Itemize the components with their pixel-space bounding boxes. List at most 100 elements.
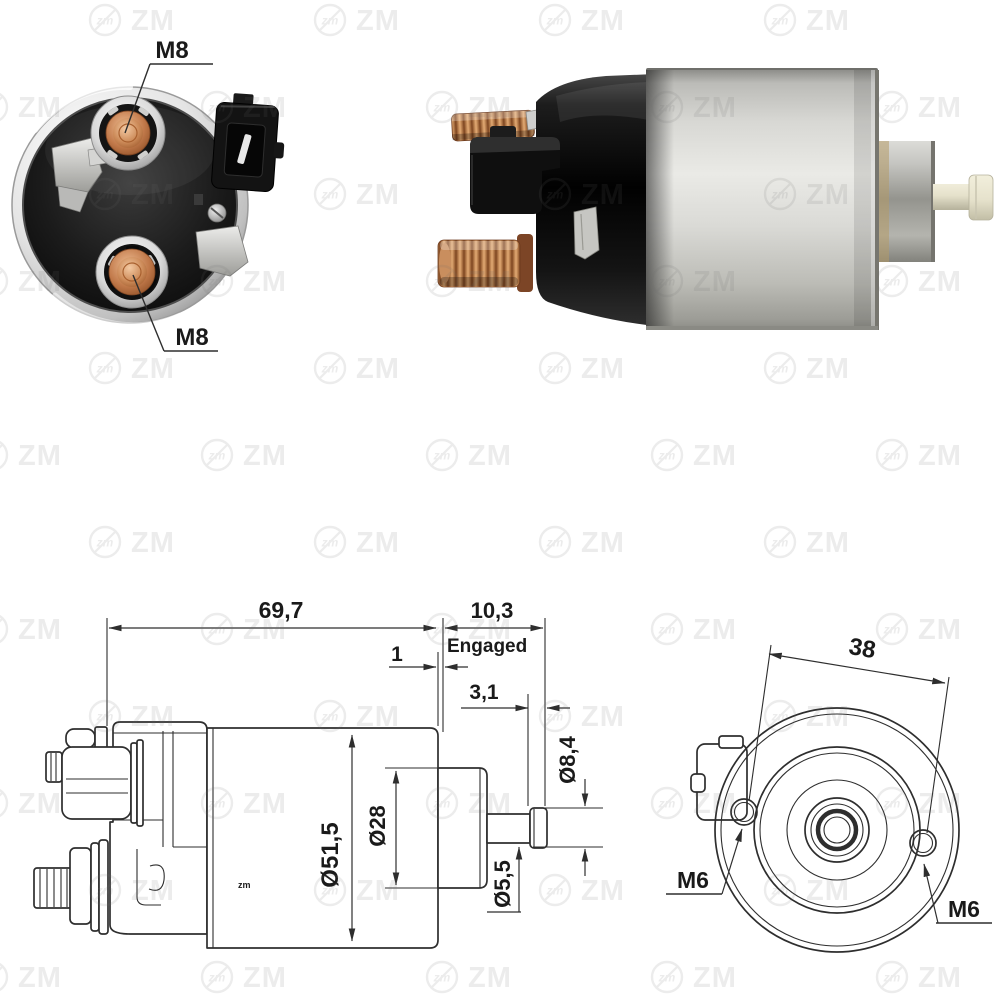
svg-text:ZM: ZM	[131, 527, 175, 559]
svg-text:zm: zm	[208, 623, 226, 637]
cap-bracket-detail	[136, 849, 165, 906]
svg-text:Ø8,4: Ø8,4	[555, 735, 580, 783]
photo-side-view	[437, 68, 994, 330]
watermark: zm ZM	[650, 786, 737, 820]
svg-text:ZM: ZM	[356, 875, 400, 907]
svg-text:zm: zm	[208, 797, 226, 811]
svg-text:zm: zm	[658, 797, 676, 811]
rim-highlight-2	[52, 292, 183, 328]
svg-text:ZM: ZM	[693, 266, 737, 298]
svg-text:zm: zm	[546, 710, 564, 724]
svg-text:ZM: ZM	[581, 5, 625, 37]
stud-bottom	[437, 234, 533, 292]
svg-text:ZM: ZM	[356, 353, 400, 385]
svg-text:ZM: ZM	[918, 962, 962, 994]
svg-text:zm: zm	[0, 971, 1, 985]
dim-rod-diameter: Ø5,5	[487, 846, 523, 913]
photo-end-view: M8 M8	[11, 37, 285, 352]
svg-text:ZM: ZM	[18, 440, 62, 472]
svg-text:ZM: ZM	[693, 788, 737, 820]
svg-text:zm: zm	[208, 101, 226, 115]
svg-text:zm: zm	[208, 449, 226, 463]
svg-text:zm: zm	[883, 971, 901, 985]
svg-text:ZM: ZM	[356, 5, 400, 37]
svg-text:zm: zm	[0, 449, 1, 463]
m8-label-bottom: M8	[175, 324, 208, 351]
rim-highlight	[32, 83, 133, 133]
svg-text:zm: zm	[771, 884, 789, 898]
svg-text:ZM: ZM	[806, 527, 850, 559]
dim-overall-length: 69,7	[108, 597, 437, 632]
svg-text:zm: zm	[96, 188, 114, 202]
svg-text:ZM: ZM	[581, 875, 625, 907]
mount-hole-right	[909, 829, 937, 857]
diagram-front-view: 38 M6 M6	[666, 633, 992, 953]
mount-hole-left	[730, 798, 758, 826]
watermark: zm ZM	[538, 699, 625, 733]
svg-text:ZM: ZM	[806, 179, 850, 211]
svg-text:ZM: ZM	[243, 440, 287, 472]
svg-text:ZM: ZM	[806, 5, 850, 37]
svg-text:zm: zm	[883, 449, 901, 463]
svg-text:zm: zm	[658, 971, 676, 985]
svg-text:ZM: ZM	[581, 353, 625, 385]
svg-text:ZM: ZM	[131, 353, 175, 385]
svg-text:zm: zm	[433, 449, 451, 463]
svg-text:zm: zm	[883, 623, 901, 637]
svg-text:zm: zm	[546, 14, 564, 28]
terminal-top	[90, 95, 166, 171]
dim-boss-diameter: Ø28	[365, 767, 438, 889]
dim-tip-diameter: Ø8,4	[533, 735, 603, 876]
svg-text:zm: zm	[433, 275, 451, 289]
face-detail	[194, 194, 203, 205]
diagram-side-view: zm 69,7 10,3 Engaged 1 3,1	[33, 597, 603, 949]
svg-text:ZM: ZM	[918, 788, 962, 820]
svg-text:ZM: ZM	[806, 875, 850, 907]
svg-text:zm: zm	[658, 449, 676, 463]
watermark: zm ZM	[0, 440, 62, 472]
svg-text:ZM: ZM	[131, 5, 175, 37]
metal-bracket-left-2	[57, 185, 89, 213]
spade-terminal	[573, 206, 600, 260]
svg-text:ZM: ZM	[806, 701, 850, 733]
svg-text:Ø51,5: Ø51,5	[317, 822, 344, 887]
svg-text:zm: zm	[433, 101, 451, 115]
connector-housing	[470, 126, 560, 214]
callout-hole-right: M6	[923, 863, 992, 924]
svg-text:ZM: ZM	[693, 92, 737, 124]
svg-text:M6: M6	[948, 896, 980, 922]
svg-text:zm: zm	[771, 188, 789, 202]
svg-text:M6: M6	[677, 867, 709, 893]
dim-rest-gap: 1	[389, 643, 468, 671]
svg-text:zm: zm	[321, 710, 339, 724]
svg-text:ZM: ZM	[468, 962, 512, 994]
dim-tip-length: 3,1	[461, 681, 570, 712]
svg-text:69,7: 69,7	[259, 597, 304, 623]
svg-text:ZM: ZM	[581, 527, 625, 559]
svg-text:ZM: ZM	[581, 701, 625, 733]
boss-outline	[437, 767, 488, 889]
svg-text:zm: zm	[433, 797, 451, 811]
